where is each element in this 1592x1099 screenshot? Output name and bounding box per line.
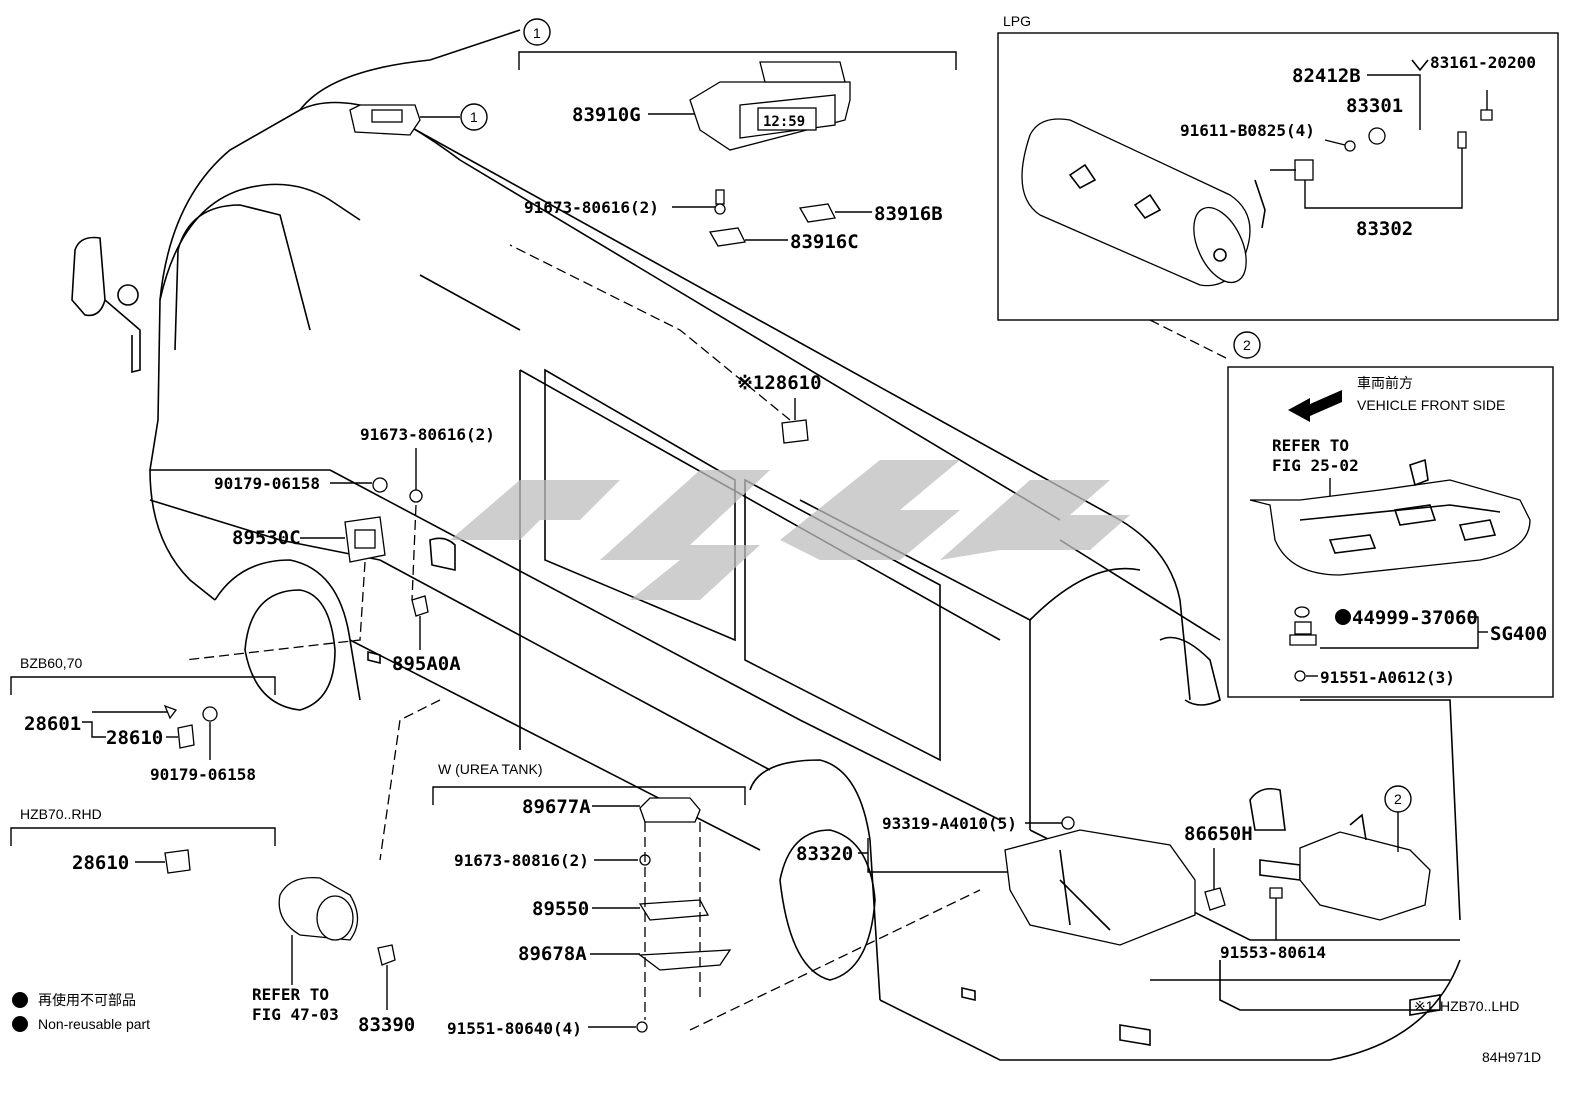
refer-fig-47: FIG 47-03 — [252, 1005, 339, 1024]
label-895A0A: 895A0A — [392, 653, 461, 675]
sensor-895A0A-icon — [411, 595, 429, 617]
legend-marker-en — [12, 1016, 28, 1032]
bolt-91553-icon — [1269, 887, 1283, 899]
tank-2-icon — [1299, 813, 1431, 921]
callout-2-box: 2 — [1243, 337, 1251, 353]
vehicle-front-jp: 車両前方 — [1357, 375, 1413, 391]
label-89530C: 89530C — [232, 527, 301, 549]
label-91673-80816: 91673-80816(2) — [454, 851, 589, 870]
horn-86650H-icon — [1204, 887, 1226, 911]
grommet-icon — [1368, 127, 1386, 145]
legend-marker-jp — [12, 992, 28, 1008]
label-89677A: 89677A — [522, 796, 591, 818]
label-91611-B0825: 91611-B0825(4) — [1180, 121, 1315, 140]
label-86650H: 86650H — [1184, 823, 1253, 845]
clip-83916B-icon — [798, 203, 836, 223]
callout-1-top: 1 — [533, 25, 541, 41]
clock-display: 12:59 — [763, 114, 805, 130]
label-83390: 83390 — [358, 1014, 415, 1036]
ecu-89530C-icon — [344, 516, 386, 563]
refer-to-25: REFER TO — [1272, 436, 1349, 455]
callout-1-roof: 1 — [470, 109, 478, 125]
label-91551-A0612: 91551-A0612(3) — [1320, 668, 1455, 687]
label-SG400: SG400 — [1490, 623, 1547, 645]
ecu-89550-icon — [638, 899, 710, 921]
label-83161-20200: 83161-20200 — [1430, 53, 1536, 72]
relay-bzb-icon — [177, 724, 195, 749]
label-83916B: 83916B — [874, 203, 943, 225]
label-44999-37060: 44999-37060 — [1352, 607, 1478, 629]
horn-icon — [278, 876, 396, 966]
label-28610-note: ※128610 — [737, 372, 822, 394]
hzb-rhd-label: HZB70..RHD — [20, 806, 102, 822]
bolt-sg-icon — [1294, 670, 1306, 682]
bracket-89678A-icon — [638, 949, 732, 971]
lpg-label: LPG — [1003, 13, 1031, 29]
detail-2-box — [1227, 366, 1554, 698]
relay-hzb-icon — [164, 849, 191, 874]
legend-note-prefix: ※1 — [1414, 998, 1434, 1014]
label-90179-06158-b: 90179-06158 — [150, 765, 256, 784]
o-ring-icon — [1294, 606, 1310, 618]
label-83320: 83320 — [796, 843, 853, 865]
label-89678A: 89678A — [518, 943, 587, 965]
bolt-mid-icon — [409, 489, 423, 503]
label-82412B: 82412B — [1292, 65, 1361, 87]
nut-bzb-icon — [202, 706, 218, 722]
label-28610-hzb: 28610 — [72, 852, 129, 874]
label-89550: 89550 — [532, 898, 589, 920]
label-83916C: 83916C — [790, 231, 859, 253]
lpg-box — [997, 32, 1559, 321]
bolt-lpg-icon — [1344, 140, 1356, 152]
label-91673-80616-top: 91673-80616(2) — [524, 198, 659, 217]
clip-83916C-icon — [708, 227, 746, 247]
bracket-89677A-icon — [639, 797, 701, 823]
clamp-icon — [1457, 131, 1467, 149]
diagram-code: 84H971D — [1482, 1049, 1541, 1065]
sensor-plug-icon — [1289, 621, 1317, 646]
refer-to-47: REFER TO — [252, 985, 329, 1004]
urea-label: W (UREA TANK) — [438, 761, 543, 777]
label-90179-06158-a: 90179-06158 — [214, 474, 320, 493]
tank-83320-icon — [1004, 829, 1196, 946]
label-93319-A4010: 93319-A4010(5) — [882, 814, 1017, 833]
callout-2-tank: 2 — [1394, 791, 1402, 807]
clock-assembly: 12:59 — [689, 61, 851, 151]
watermark-logo — [450, 460, 1130, 600]
bzb-label: BZB60,70 — [20, 655, 82, 671]
label-83302: 83302 — [1356, 218, 1413, 240]
bolt-93319-icon — [1061, 816, 1075, 830]
label-83301: 83301 — [1346, 95, 1403, 117]
clip-28601-icon — [163, 704, 178, 720]
legend-jp: 再使用不可部品 — [38, 992, 136, 1008]
label-91673-80616-mid: 91673-80616(2) — [360, 425, 495, 444]
urea-tank-icon — [1249, 458, 1531, 576]
bolt-89678A-icon — [636, 1021, 648, 1033]
label-91551-80640: 91551-80640(4) — [447, 1019, 582, 1038]
nut-icon — [372, 477, 388, 493]
screw-icon — [1480, 109, 1493, 121]
lpg-tank-icon — [1021, 118, 1314, 287]
non-reusable-marker — [1335, 609, 1351, 625]
bolt-icon — [714, 189, 726, 215]
label-28601: 28601 — [24, 713, 81, 735]
relay-28610-icon — [781, 419, 809, 444]
vehicle-front-en: VEHICLE FRONT SIDE — [1357, 397, 1505, 413]
label-91553-80614: 91553-80614 — [1220, 943, 1326, 962]
legend-en: Non-reusable part — [38, 1016, 150, 1032]
legend-note: HZB70..LHD — [1440, 998, 1519, 1014]
arrow-left-icon — [1288, 390, 1342, 422]
label-83910G: 83910G — [572, 104, 641, 126]
roof-unit-icon — [349, 104, 421, 136]
refer-fig-25: FIG 25-02 — [1272, 456, 1359, 475]
bracket-section-1: 1 — [518, 18, 957, 70]
label-28610-bzb: 28610 — [106, 727, 163, 749]
